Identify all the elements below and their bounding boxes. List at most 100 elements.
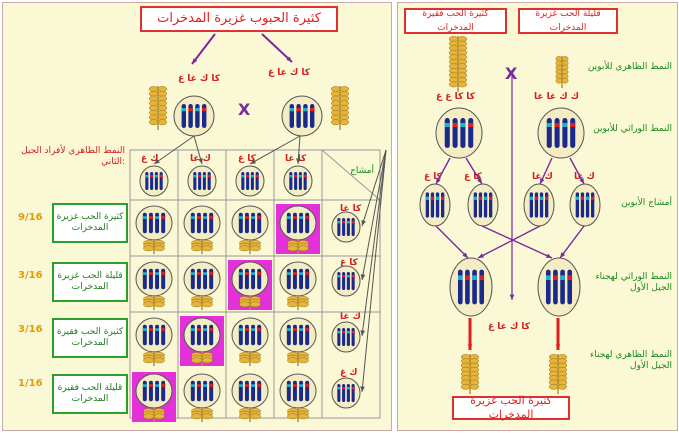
gamete-arrow-head [540, 178, 545, 184]
cross-arrow-head [546, 253, 552, 258]
wheat-icon [191, 240, 213, 254]
parent-nucleus-left [173, 95, 215, 137]
gamete-left-1: كا غ [424, 172, 442, 182]
ratio-2: 3/16 [18, 270, 43, 281]
offspring-nucleus [135, 205, 173, 241]
gamete-nucleus [419, 183, 451, 227]
row-arrow [361, 149, 387, 227]
cross-arrow-head [462, 252, 468, 258]
gamete-row-nucleus [331, 321, 361, 353]
offspring-nucleus [135, 373, 173, 409]
offspring-nucleus [183, 205, 221, 241]
label-gametes: أمشاج الأبوين [621, 198, 672, 208]
offspring-nucleus [183, 261, 221, 297]
gamete-arrow-head [250, 159, 256, 164]
gamete-col-4: كا غا [285, 154, 307, 164]
gamete-nucleus [523, 183, 555, 227]
parent-box-left: كثيرة الحب فقيرة المدخرات [404, 8, 507, 34]
wheat-icon [239, 408, 261, 422]
gamete-right-2: ك غا [574, 172, 595, 182]
gamete-arrow [153, 135, 195, 165]
genotype-right: ك ك غا غا [534, 92, 579, 102]
gamete-col-1: ك غ [141, 154, 159, 164]
parent-genotype-right: كا ك غا غ [268, 68, 310, 78]
grid-diagonal [321, 149, 381, 201]
offspring-nucleus [279, 317, 317, 353]
wheat-icon [287, 408, 309, 422]
title-arrow-right-head [286, 56, 292, 62]
ratio-3: 3/16 [18, 324, 43, 335]
cross-arrow-head [560, 252, 566, 258]
parent-nucleus-right [281, 95, 323, 137]
wheat-icon [239, 296, 261, 310]
offspring-nucleus [279, 205, 317, 241]
offspring-nucleus [183, 373, 221, 409]
title-arrow-left [191, 33, 216, 65]
wheat-icon [287, 296, 309, 310]
offspring-nucleus [183, 317, 221, 353]
gamete-col-nucleus [283, 165, 313, 197]
title-arrow-right [261, 33, 293, 63]
wheat-icon [143, 408, 165, 422]
row-arrow-head [361, 220, 366, 226]
phenotype-header: النمط الظاهري لأفراد الجيل الثاني: [21, 146, 125, 167]
gamete-col-nucleus [235, 165, 265, 197]
wheat-icon [148, 86, 168, 130]
parent-nucleus-right-f1 [537, 107, 585, 159]
wheat-icon [448, 36, 468, 92]
wheat-icon [143, 352, 165, 366]
gamete-col-nucleus [187, 165, 217, 197]
center-arrow-head [509, 294, 515, 300]
outcome-4: قليلة الحب فقيرة المدخرات [52, 374, 128, 414]
offspring-nucleus [231, 205, 269, 241]
outcome-1: كثيرة الحب غزيرة المدخرات [52, 203, 128, 243]
gamete-row-nucleus [331, 211, 361, 243]
wheat-icon [191, 296, 213, 310]
offspring-nucleus [135, 261, 173, 297]
offspring-nucleus [231, 261, 269, 297]
parent-nucleus-left-f1 [435, 107, 483, 159]
gamete-row-1: كا غا [340, 204, 362, 214]
gamete-arrow-head [436, 178, 441, 184]
wheat-icon [143, 296, 165, 310]
f2-title: كثيرة الحبوب غزيرة المدخرات [140, 6, 338, 32]
label-parent-genotype: النمط الوراثي للأبوين [593, 124, 672, 134]
wheat-icon [191, 352, 213, 366]
title-arrow-left-head [192, 58, 198, 64]
label-parent-phenotype: النمط الظاهري للأبوين [587, 62, 672, 72]
cross-arrow [481, 225, 553, 259]
gamete-arrow-head [198, 158, 203, 164]
offspring-nucleus [231, 317, 269, 353]
parent-genotype-left: كا ك غا غ [178, 74, 220, 84]
wheat-icon [191, 408, 213, 422]
ratio-4: 1/16 [18, 378, 43, 389]
gamete-arrow-head [296, 158, 301, 164]
result-arrow-head [555, 344, 561, 350]
gamete-col-3: كا غ [238, 154, 256, 164]
label-f1-genotype: النمط الوراثي لهجناء الجيل الأول [595, 272, 672, 293]
row-arrow [361, 149, 387, 337]
f1-genotype: كا ك غا غ [488, 322, 530, 332]
parent-box-right: قليلة الحب غزيرة المدخرات [518, 8, 618, 34]
row-arrow [361, 149, 387, 281]
gamete-left-2: كا غ [464, 172, 482, 182]
gamete-row-nucleus [331, 265, 361, 297]
cross-arrow [559, 225, 585, 259]
cross-arrow [477, 225, 541, 259]
row-arrow [361, 149, 387, 393]
gamete-row-4: ك غ [340, 368, 358, 378]
wheat-icon [239, 240, 261, 254]
f1-nucleus [449, 257, 493, 317]
wheat-icon [460, 354, 480, 394]
label-f1-phenotype: النمط الظاهري لهجناء الجيل الأول [590, 350, 672, 371]
wheat-icon [287, 240, 309, 254]
outcome-2: قليلة الحب غزيرة المدخرات [52, 262, 128, 302]
wheat-icon [239, 352, 261, 366]
offspring-nucleus [279, 373, 317, 409]
gamete-arrow-head [154, 158, 160, 164]
cross-symbol: X [238, 100, 251, 119]
f1-nucleus [537, 257, 581, 317]
row-arrow-head [360, 274, 366, 280]
offspring-nucleus [135, 317, 173, 353]
